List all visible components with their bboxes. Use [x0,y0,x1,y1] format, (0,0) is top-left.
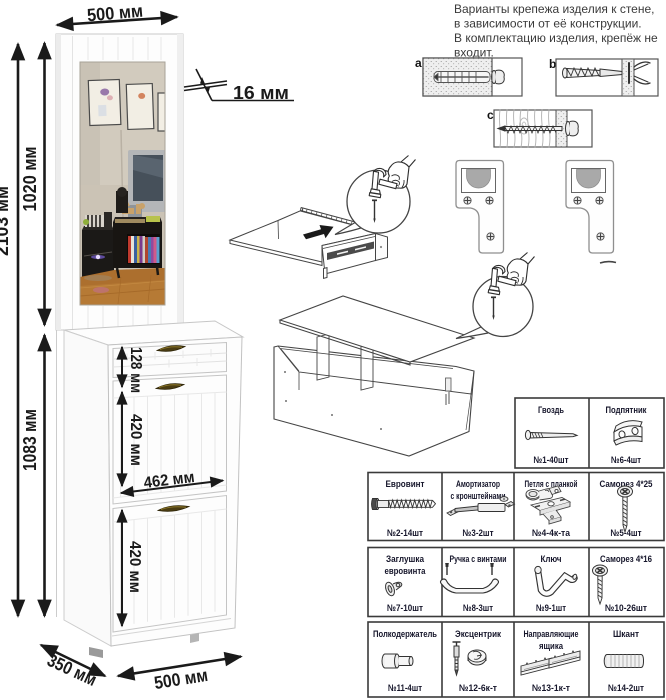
svg-text:№6-4шт: №6-4шт [611,455,641,466]
svg-text:Направляющие: Направляющие [524,629,579,640]
svg-text:с кронштейнами: с кронштейнами [451,491,506,502]
svg-text:ящика: ящика [539,641,564,652]
svg-text:Петля с планкой: Петля с планкой [525,479,578,490]
svg-text:входит.: входит. [454,46,494,60]
svg-text:Варианты крепежа изделия к сте: Варианты крепежа изделия к стене, [454,2,655,16]
svg-text:Евровинт: Евровинт [386,479,425,490]
svg-text:16 мм: 16 мм [233,83,289,103]
svg-text:Ручка с винтами: Ручка с винтами [450,554,507,565]
svg-text:Саморез 4*25: Саморез 4*25 [600,479,654,490]
svg-text:1020 мм: 1020 мм [20,147,40,212]
svg-text:Заглушка: Заглушка [386,554,425,565]
svg-text:1083 мм: 1083 мм [20,409,40,471]
svg-text:№10-26шт: №10-26шт [605,603,647,614]
svg-text:Шкант: Шкант [613,629,639,640]
svg-text:№14-2шт: №14-2шт [608,683,644,694]
svg-text:128 мм: 128 мм [127,347,144,393]
svg-text:№8-3шт: №8-3шт [463,603,493,614]
svg-text:Гвоздь: Гвоздь [538,405,564,416]
svg-text:420 мм: 420 мм [127,414,144,466]
svg-text:c: c [487,108,494,122]
svg-text:2103 мм: 2103 мм [0,186,12,256]
svg-text:№2-14шт: №2-14шт [387,528,423,539]
svg-text:евровинта: евровинта [385,566,427,577]
svg-text:Амортизатор: Амортизатор [456,479,500,490]
svg-text:В комплектацию изделия, крепёж: В комплектацию изделия, крепёж не [454,31,658,45]
svg-text:№3-2шт: №3-2шт [463,528,494,539]
svg-text:a: a [415,56,422,70]
svg-text:№12-6к-т: №12-6к-т [459,683,497,694]
svg-text:в зависимости от её конструкци: в зависимости от её конструкции. [454,17,642,31]
svg-text:b: b [549,57,556,71]
svg-text:№4-4к-та: №4-4к-та [532,528,571,539]
svg-text:Полкодержатель: Полкодержатель [373,629,437,640]
svg-text:№1-40шт: №1-40шт [534,455,569,466]
svg-text:№7-10шт: №7-10шт [387,603,423,614]
svg-text:Подпятник: Подпятник [606,405,647,416]
svg-text:№5-4шт: №5-4шт [611,528,642,539]
svg-text:Ключ: Ключ [541,554,562,565]
svg-text:420 мм: 420 мм [126,541,143,593]
svg-text:№13-1к-т: №13-1к-т [532,683,570,694]
svg-text:Эксцентрик: Эксцентрик [455,629,501,640]
svg-text:Саморез 4*16: Саморез 4*16 [600,554,652,565]
svg-text:№11-4шт: №11-4шт [388,683,422,694]
svg-text:№9-1шт: №9-1шт [536,603,566,614]
